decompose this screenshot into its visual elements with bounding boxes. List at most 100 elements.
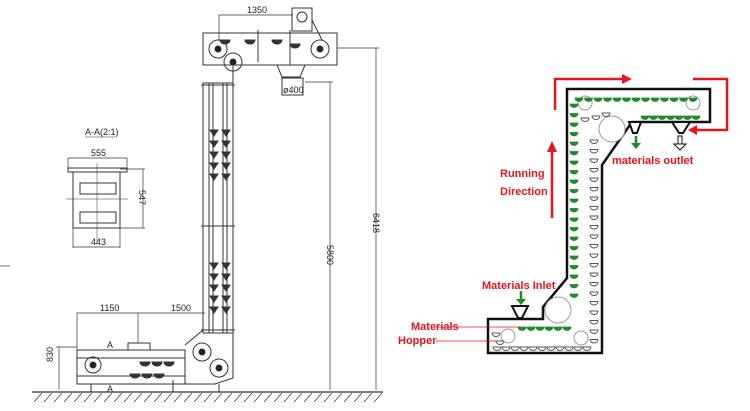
empty-bucket [589,177,599,182]
loaded-bucket [649,115,658,120]
column-bucket [209,162,219,170]
dim-section-height: 547 [137,190,147,205]
empty-bucket [573,346,583,351]
empty-bucket [589,282,599,287]
label-hopper-1: Materials [411,321,459,333]
loaded-bucket [569,284,579,289]
empty-bucket [492,346,502,351]
hatch-line [53,392,63,403]
head-section [202,32,338,66]
hatch-line [173,392,183,403]
hatch-line [333,392,343,403]
column-bucket [221,284,231,292]
empty-bucket [589,339,599,344]
column-bucket [209,262,219,270]
empty-bucket [537,346,547,351]
loaded-bucket [526,326,536,331]
loaded-bucket [544,326,554,331]
empty-bucket [589,301,599,306]
column-bucket [209,306,219,314]
column-bucket [221,173,231,181]
feed-bucket [151,361,163,367]
drive-motor [291,7,313,32]
dim-section-bottom: 443 [91,237,106,247]
pulley [544,296,572,324]
loaded-bucket [657,115,667,120]
label-materials-inlet: Materials Inlet [482,280,556,292]
empty-bucket [589,263,599,268]
loaded-bucket [569,170,579,175]
head-bucket [289,43,301,49]
loaded-bucket [569,113,579,118]
hatch-line [163,392,173,403]
hatch-line [293,392,303,403]
hatch-line [253,392,263,403]
empty-bucket [589,320,599,325]
empty-bucket [580,117,590,122]
hatch-line [273,392,283,403]
engineering-drawing [0,7,383,403]
loaded-bucket [569,236,579,241]
loaded-bucket [622,97,631,102]
empty-bucket [589,196,599,201]
empty-bucket [589,272,599,277]
empty-bucket [555,346,565,351]
elevator-column [202,82,234,334]
column-bucket [209,173,219,181]
dim-feed-height: 830 [45,347,55,362]
hatch-line [263,392,273,403]
loaded-bucket [666,115,675,120]
hatch-line [233,392,243,403]
column-bucket [209,151,219,159]
empty-bucket [491,332,501,337]
empty-bucket [528,346,538,351]
loaded-bucket [593,97,603,102]
dim-section-top: 555 [91,148,106,158]
feed-bucket [163,361,175,367]
empty-bucket [589,149,599,154]
hatch-line [143,392,153,403]
empty-bucket [589,244,599,249]
label-running: Running [500,168,545,180]
empty-bucket [564,346,574,351]
hatch-line [103,392,113,403]
loaded-bucket [569,189,579,194]
column-bucket [221,306,231,314]
loaded-bucket [569,179,579,184]
loaded-bucket [569,265,579,270]
dimension-labels: 1350 ø400 5800 6418 1150 1500 830 A-A(2:… [45,5,381,394]
hatch-line [363,392,373,403]
outlet-box [281,77,304,96]
empty-bucket [495,340,505,345]
loaded-bucket [691,115,701,120]
loaded-bucket [612,97,622,102]
loaded-bucket [641,97,650,102]
column-bucket [221,162,231,170]
loaded-bucket [569,103,579,108]
hatch-line [43,392,53,403]
column-bucket [209,295,219,303]
dim-outlet-diameter: ø400 [283,85,304,95]
loaded-bucket [574,97,584,102]
section-mark-bottom: A [107,384,113,394]
empty-bucket [589,215,599,220]
arrow-left-icon [688,125,697,135]
empty-bucket [546,346,556,351]
green-arrow-icon [631,136,641,149]
arrow-up-icon [547,141,557,152]
drive-sprocket [310,39,330,59]
outlet-chute-2 [670,121,692,134]
hatch-line [283,392,293,403]
hatch-line [343,392,353,403]
column-bucket [221,140,231,148]
column-buckets [129,39,301,379]
hatch-line [93,392,103,403]
label-materials-outlet: materials outlet [612,155,694,167]
empty-bucket [589,168,599,173]
empty-bucket [589,291,599,296]
ground-hatching [33,392,383,403]
loaded-bucket [650,97,660,102]
head-sprocket [208,39,228,59]
